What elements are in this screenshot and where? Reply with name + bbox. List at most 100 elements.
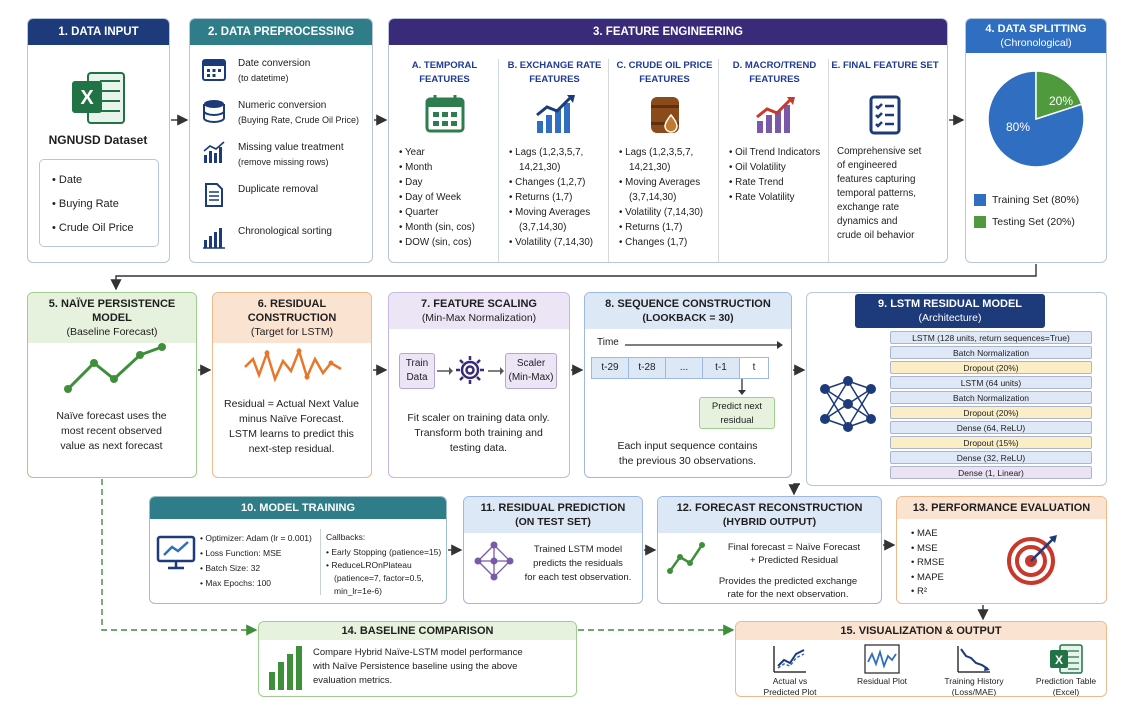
data-splitting-subtitle: (Chronological) (1000, 37, 1072, 49)
trend-line-icon (64, 343, 166, 393)
feature-column: B. EXCHANGE RATE FEATURES• Lags (1,2,3,5… (501, 59, 609, 262)
trend-chart-icon (755, 97, 795, 133)
metrics-list: • MAE • MSE • RMSE • MAPE • R² (911, 527, 944, 600)
residual-subtitle: (Target for LSTM) (250, 326, 334, 338)
naive-title: 5. NAÏVE PERSISTENCE MODEL (48, 298, 176, 324)
list-item: (patience=7, factor=0.5, (334, 573, 424, 583)
visualization-header: 15. VISUALIZATION & OUTPUT (736, 622, 1106, 640)
data-splitting-box: 4. DATA SPLITTING (Chronological) 80% 20%… (965, 18, 1107, 263)
step-title: Duplicate removal (238, 184, 319, 195)
checklist-icon (869, 95, 901, 135)
list-item: (3,7,14,30) (629, 192, 677, 203)
scaling-title: 7. FEATURE SCALING (421, 298, 537, 310)
train-slice-label: 80% (1006, 120, 1030, 134)
lstm-layer: Dense (32, ReLU) (890, 451, 1092, 464)
list-item: • Max Epochs: 100 (200, 578, 272, 588)
feature-column-title: B. EXCHANGE RATE FEATURES (507, 60, 602, 85)
naive-header: 5. NAÏVE PERSISTENCE MODEL (Baseline For… (28, 293, 196, 343)
output-item-label: Prediction Table (1035, 676, 1097, 686)
bar-chart-icon (203, 228, 225, 249)
baseline-text: Compare Hybrid Naïve-LSTM model performa… (313, 647, 523, 686)
output-item-label: (Excel) (1052, 687, 1080, 697)
feature-column-title: D. MACRO/TREND FEATURES (732, 60, 817, 85)
list-item: • Oil Trend Indicators (729, 147, 821, 158)
forecast-reconstruction-box: 12. FORECAST RECONSTRUCTION (HYBRID OUTP… (657, 496, 882, 604)
residual-construction-box: 6. RESIDUAL CONSTRUCTION (Target for LST… (212, 292, 372, 478)
list-item: min_lr=1e-6) (334, 586, 382, 596)
lstm-model-box: 9. LSTM RESIDUAL MODEL (Architecture) LS… (806, 292, 1107, 486)
sequence-title: 8. SEQUENCE CONSTRUCTION (605, 298, 771, 310)
list-item: • Changes (1,2,7) (509, 177, 586, 188)
feature-column-title: E. FINAL FEATURE SET (831, 60, 939, 71)
residual-prediction-title: 11. RESIDUAL PREDICTION (480, 502, 626, 514)
lstm-layer-stack: LSTM (128 units, return sequences=True) B… (887, 331, 1097, 481)
output-item-label: (Loss/MAE) (951, 687, 997, 697)
svg-text:X: X (1055, 653, 1063, 667)
hybrid-line-icon (667, 542, 705, 574)
lstm-layer: Batch Normalization (890, 346, 1092, 359)
feature-column: C. CRUDE OIL PRICE FEATURES• Lags (1,2,3… (611, 59, 719, 262)
lstm-subtitle: (Architecture) (918, 312, 982, 324)
sequence-cell: t-28 (628, 357, 666, 379)
baseline-comparison-box: 14. BASELINE COMPARISON Compare Hybrid N… (258, 621, 577, 697)
list-item: temporal patterns, (837, 188, 916, 199)
preprocessing-step: Date conversion(to datetime) (200, 55, 370, 97)
lstm-header: 9. LSTM RESIDUAL MODEL (Architecture) (855, 294, 1045, 328)
time-arrow (625, 341, 783, 349)
feature-column: A. TEMPORAL FEATURES• Year• Month• Day• … (391, 59, 499, 262)
excel-icon: X (72, 72, 125, 124)
list-item: • Batch Size: 32 (200, 563, 261, 573)
lstm-layer: Dropout (20%) (890, 361, 1092, 374)
legend-test: Testing Set (20%) (974, 216, 1075, 228)
feature-engineering-header: 3. FEATURE ENGINEERING (389, 19, 947, 45)
list-item: 14,21,30) (629, 162, 671, 173)
list-item: features capturing (837, 174, 916, 185)
residual-title: 6. RESIDUAL CONSTRUCTION (247, 298, 337, 324)
sequence-cell: t (739, 357, 769, 379)
callbacks-list: Callbacks: • Early Stopping (patience=15… (326, 531, 441, 598)
step-description: (to datetime) (238, 73, 289, 83)
output-item-label: Actual vs (772, 676, 808, 686)
train-swatch (974, 194, 986, 206)
dashed-arrow-baseline (101, 479, 258, 636)
list-item: • Optimizer: Adam (lr = 0.001) (200, 533, 312, 543)
list-item: • Buying Rate (52, 198, 119, 210)
residual-construction-header: 6. RESIDUAL CONSTRUCTION (Target for LST… (213, 293, 371, 343)
scaling-description: Fit scaler on training data only.Transfo… (407, 412, 550, 454)
list-item: (3,7,14,30) (519, 222, 567, 233)
sequence-header: 8. SEQUENCE CONSTRUCTION (LOOKBACK = 30) (585, 293, 791, 329)
data-splitting-header: 4. DATA SPLITTING (Chronological) (966, 19, 1106, 53)
list-item: • Rate Volatility (729, 192, 795, 203)
data-preprocessing-box: 2. DATA PREPROCESSING Date conversion(to… (189, 18, 373, 263)
list-item: • R² (911, 586, 927, 597)
step-title: Chronological sorting (238, 226, 332, 237)
list-item: • DOW (sin, cos) (399, 237, 472, 248)
lstm-layer: LSTM (128 units, return sequences=True) (890, 331, 1092, 344)
test-slice-label: 20% (1049, 94, 1073, 108)
time-label: Time (597, 337, 619, 348)
list-item: • Volatility (7,14,30) (509, 237, 594, 248)
output-item-label: Predicted Plot (763, 687, 817, 697)
scaler-block: Scaler(Min-Max) (505, 353, 557, 389)
list-item: • Month (399, 162, 433, 173)
list-item: • Day (399, 177, 423, 188)
sequence-subtitle: (LOOKBACK = 30) (642, 312, 734, 324)
residual-chart-icon (864, 644, 900, 674)
residual-prediction-header: 11. RESIDUAL PREDICTION (ON TEST SET) (464, 497, 642, 533)
excel-icon: X (1050, 644, 1083, 674)
list-item: • MAE (911, 528, 938, 539)
list-item: • RMSE (911, 557, 945, 568)
training-params: • Optimizer: Adam (lr = 0.001) • Loss Fu… (200, 531, 312, 591)
output-item: X Prediction Table(Excel) (1024, 644, 1106, 697)
list-item: • Moving Averages (619, 177, 701, 188)
lstm-layer: Dense (1, Linear) (890, 466, 1092, 479)
arrow-right-icon (437, 367, 453, 375)
